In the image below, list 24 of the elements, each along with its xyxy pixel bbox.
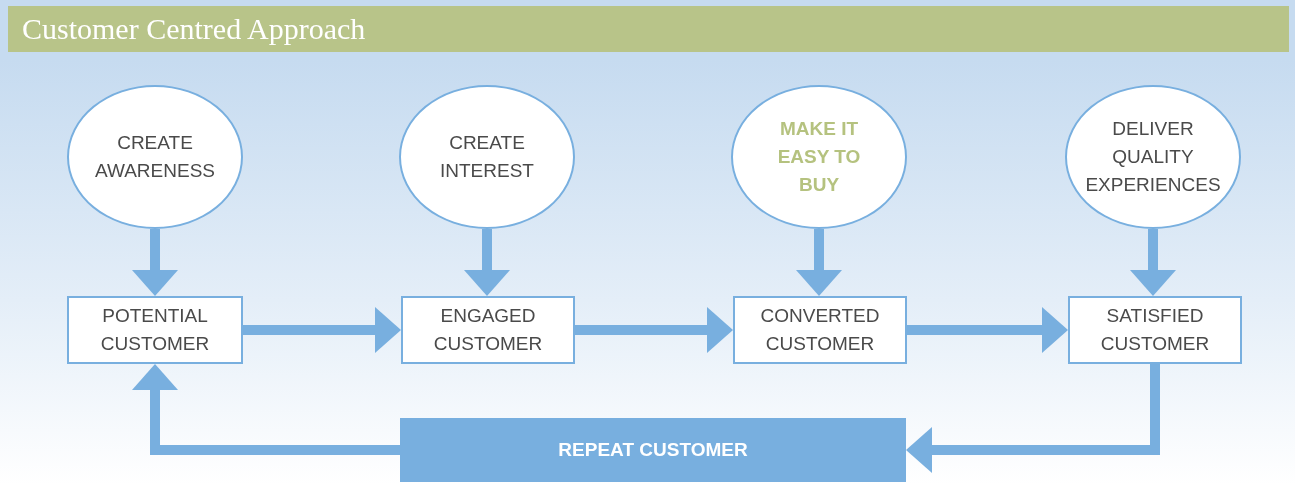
- node-text: DELIVER QUALITY EXPERIENCES: [1085, 117, 1221, 197]
- node-text: CREATE AWARENESS: [94, 131, 216, 183]
- stage-box: [67, 296, 243, 364]
- arrow: [907, 307, 1068, 353]
- node-text: REPEAT CUSTOMER: [558, 438, 748, 462]
- node-text: MAKE IT EASY TO BUY: [776, 117, 862, 197]
- repeat-banner: [400, 418, 906, 482]
- node-text: CONVERTED CUSTOMER: [759, 304, 881, 356]
- stage-box: [401, 296, 575, 364]
- arrow: [796, 229, 842, 296]
- arrow: [464, 229, 510, 296]
- arrow: [132, 364, 400, 455]
- arrow: [132, 229, 178, 296]
- arrow: [243, 307, 401, 353]
- arrow: [575, 307, 733, 353]
- title: Customer Centred Approach: [22, 12, 366, 46]
- stage-box: [733, 296, 907, 364]
- node-text: POTENTIAL CUSTOMER: [99, 304, 211, 356]
- node-text: ENGAGED CUSTOMER: [432, 304, 544, 356]
- arrow: [906, 364, 1160, 473]
- node-text: SATISFIED CUSTOMER: [1099, 304, 1211, 356]
- stage-box: [1068, 296, 1242, 364]
- arrow: [1130, 229, 1176, 296]
- node-text: CREATE INTEREST: [439, 131, 535, 183]
